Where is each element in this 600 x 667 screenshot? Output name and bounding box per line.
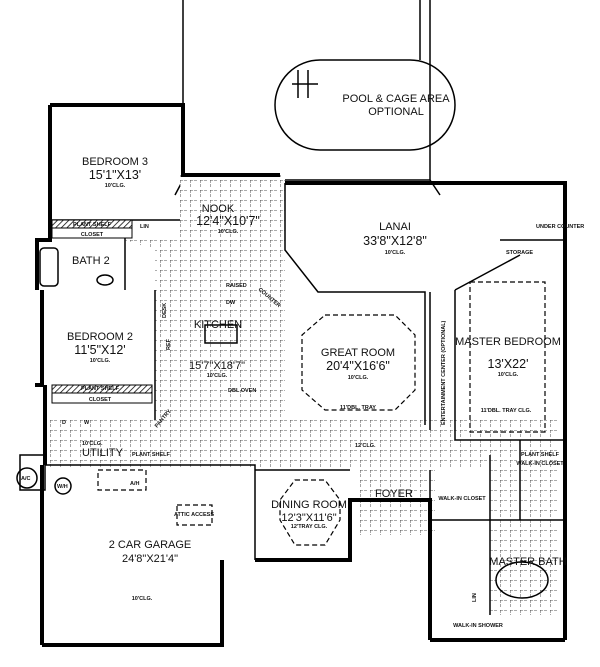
master-tray [469,281,546,433]
linen-label: LIN [140,224,149,230]
closet3-shelf: PLANT SHELF [73,222,112,228]
undercounter-label: UNDER COUNTER [536,224,584,230]
garage-dims: 24'8"X21'4" [122,553,178,565]
great-room-label: GREAT ROOM [321,347,395,359]
utility-ceiling: 10'CLG. [82,441,103,447]
desk-label: DESK [162,303,168,318]
garage-label: 2 CAR GARAGE [109,539,192,551]
labels: BEDROOM 3 15'1"X13' 10'CLG. PLANT SHELF … [21,156,584,629]
closet-bedroom2 [51,392,153,404]
nook-ceiling: 10'CLG. [218,229,239,235]
raised-label: RAISED [226,283,247,289]
ah-label: A/H [130,481,140,487]
bath2-label: BATH 2 [72,255,110,267]
tub [495,561,549,599]
closet2-label: CLOSET [89,397,112,403]
master-bedroom-dims: 13'X22' [488,357,529,371]
closet2-shelf: PLANT SHELF [81,386,120,392]
master-tray-label: 11'DBL. TRAY CLG. [481,408,532,414]
dining-dims: 12'3"X11'6" [281,512,336,524]
linen2-label: LIN [472,593,478,602]
shower-label: WALK-IN SHOWER [453,623,503,629]
lanai-label: LANAI [379,221,411,233]
hall-ceiling: 12'CLG. [355,443,376,449]
bedroom2-dims: 11'5"X12' [74,343,125,357]
oven-label: DBL OVEN [228,388,256,394]
pool-cage-area: POOL & CAGE AREA OPTIONAL [174,0,456,196]
dining-label: DINING ROOM [271,499,347,511]
master-bath-label: MASTER BATH [489,556,566,568]
bedroom3-dims: 15'1"X13' [89,168,141,182]
kitchen-ceiling: 10'CLG. [207,373,228,379]
walkin1-label: WALK-IN CLOSET [438,496,486,502]
utility-shelf: PLANT SHELF [132,452,171,458]
bedroom3-ceiling: 10'CLG. [105,183,126,189]
foyer-label: FOYER [375,488,413,500]
entertainment-label: ENTERTAINMENT CENTER (OPTIONAL) [441,320,447,425]
ah-box [97,469,147,491]
great-room-tray-label: 11'DBL. TRAY [340,405,376,411]
wh-label: W/H [57,484,68,490]
kitchen-island [204,324,238,344]
attic-access-label: ATTIC ACCESS [174,512,214,518]
attic-access-box [176,504,213,526]
lanai-ceiling: 10'CLG. [385,250,406,256]
master-bedroom-label: MASTER BEDROOM [455,336,561,348]
dining-tray [279,479,341,546]
tile-floor [45,175,560,615]
walkin2-label: WALK-IN CLOSET [516,461,564,467]
garage-ceiling: 10'CLG. [132,596,153,602]
great-room-dims: 20'4"X16'6" [326,359,390,373]
ac-label: A/C [21,476,31,482]
ref-label: REF [166,338,172,350]
dw-label: DW [226,300,236,306]
bedroom2-label: BEDROOM 2 [67,331,133,343]
washer-label: W [84,420,90,426]
walkin2-shelf: PLANT SHELF [521,452,560,458]
pool-label: POOL & CAGE AREA [342,93,450,105]
storage-label: STORAGE [506,250,533,256]
bedroom2-ceiling: 10'CLG. [90,358,111,364]
nook-dims: 12'4"X10'7" [196,214,260,228]
closet3-label: CLOSET [81,232,104,238]
utility-label: UTILITY [82,447,124,459]
kitchen-label: KITCHEN [194,319,242,331]
master-bedroom-ceiling: 10'CLG. [498,372,519,378]
pool [274,59,456,151]
dryer-label: D [62,420,66,426]
bathtub [39,247,59,287]
water-heater [54,477,72,495]
nook-label: NOOK [202,203,235,215]
ac-unit [16,467,38,489]
kitchen-dims: 15'7"X18'7" [189,360,245,372]
dining-ceiling: 12'TRAY CLG. [291,524,328,530]
closet-bedroom3 [51,227,133,239]
great-room-ceiling: 10'CLG. [348,375,369,381]
bedroom3-label: BEDROOM 3 [82,156,148,168]
sink [96,274,114,286]
pool-note: OPTIONAL [368,106,424,118]
lanai-dims: 33'8"X12'8" [363,234,427,248]
walls [19,103,567,647]
